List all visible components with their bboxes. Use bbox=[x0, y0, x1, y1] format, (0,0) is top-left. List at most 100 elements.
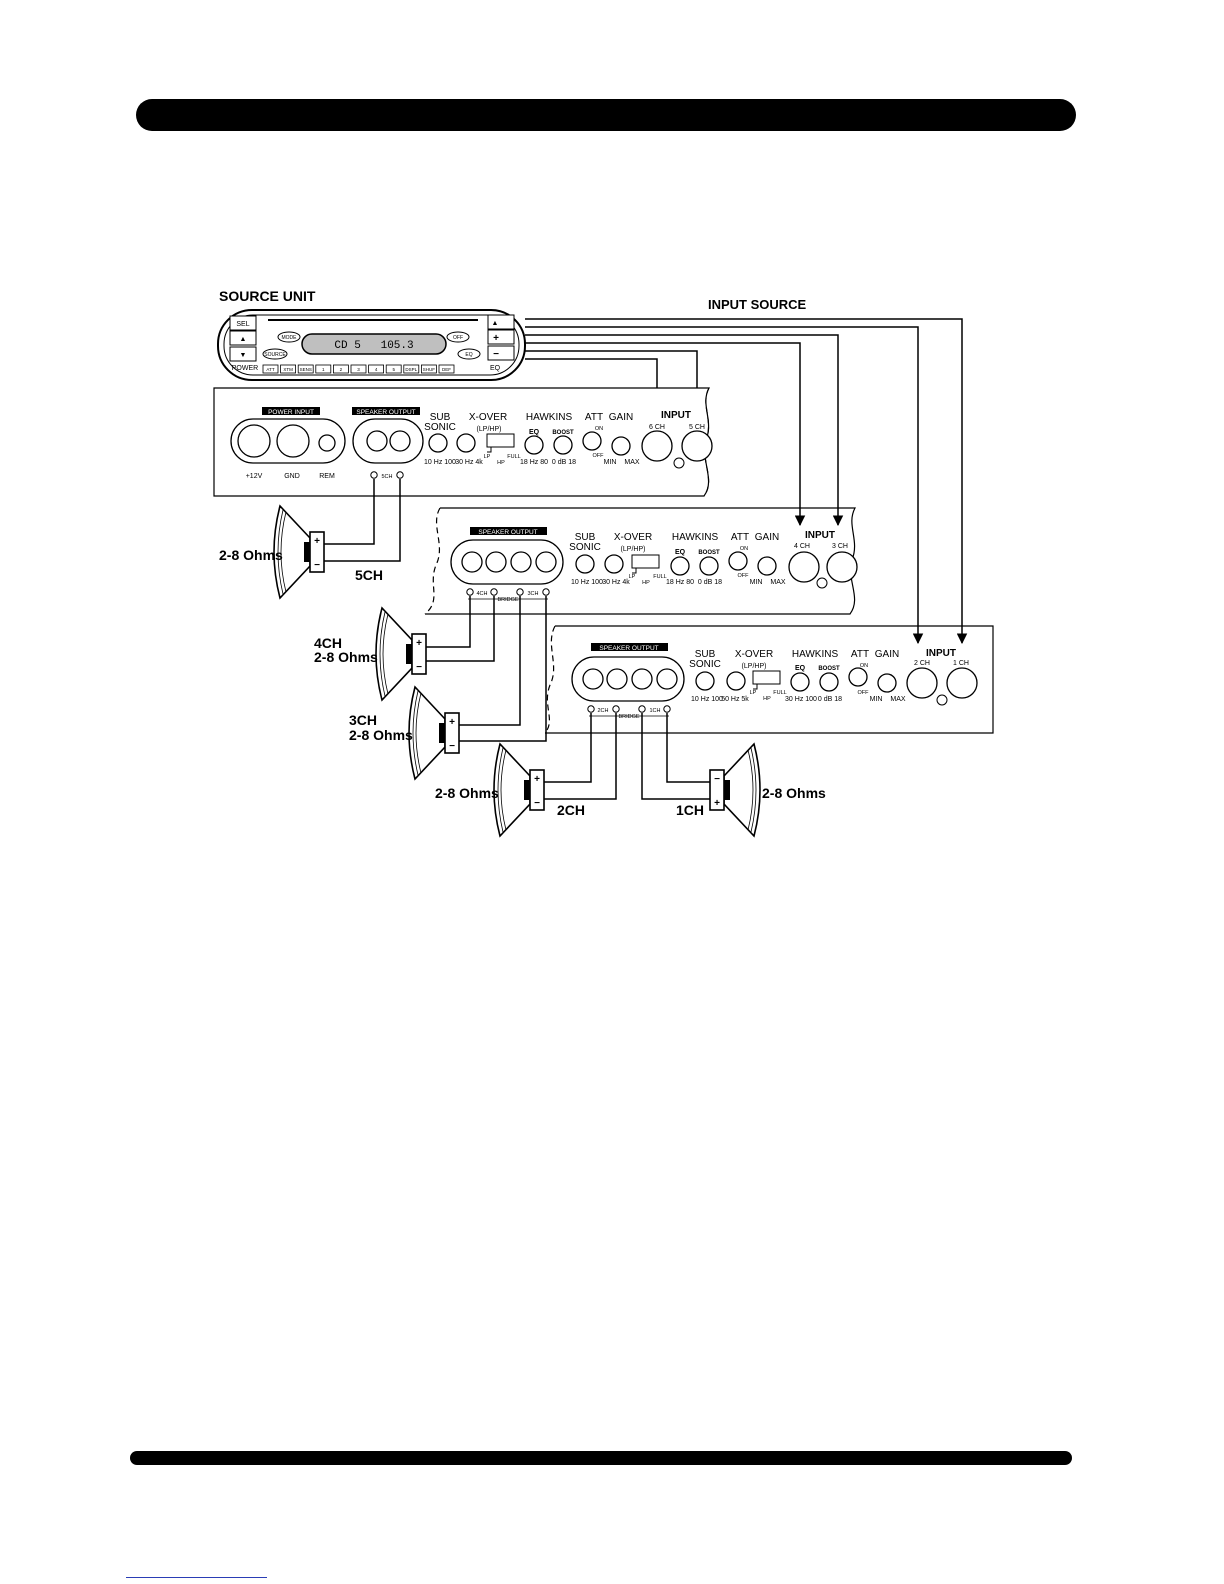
bottom-footer-bar bbox=[130, 1451, 1072, 1465]
speaker-1ch: +− bbox=[709, 742, 761, 838]
amp3-input-1ch[interactable] bbox=[946, 667, 978, 699]
diagram-label: OFF bbox=[453, 335, 463, 341]
mode-button[interactable] bbox=[277, 331, 301, 343]
diagram-label: 3 CH bbox=[832, 543, 848, 550]
diagram-label: ON bbox=[595, 426, 603, 432]
diagram-label: SUB bbox=[695, 649, 716, 660]
diagram-label: FULL bbox=[653, 574, 666, 580]
diagram-label: (LP/HP) bbox=[477, 426, 502, 433]
input-source-label: INPUT SOURCE bbox=[708, 297, 807, 312]
amp2-att-switch[interactable] bbox=[728, 551, 748, 571]
up-button[interactable] bbox=[229, 330, 257, 346]
amp3-gain-knob[interactable] bbox=[877, 673, 897, 693]
down-button[interactable] bbox=[229, 346, 257, 362]
volume-down-button[interactable] bbox=[487, 345, 515, 361]
amp2-eq-knob[interactable] bbox=[670, 556, 690, 576]
diagram-label: 1CH bbox=[649, 708, 660, 714]
footer-link-underline bbox=[126, 1577, 267, 1578]
diagram-label: 18 Hz 80 bbox=[520, 459, 548, 466]
amp2-terminal-3[interactable] bbox=[510, 551, 532, 573]
amp3-boost-knob[interactable] bbox=[819, 672, 839, 692]
amp3-lp-hp-switch[interactable] bbox=[752, 670, 781, 685]
preset-button[interactable] bbox=[262, 364, 279, 374]
amp3-terminal-1[interactable] bbox=[582, 668, 604, 690]
amp2-lp-hp-switch[interactable] bbox=[631, 554, 660, 569]
diagram-label: (LP/HP) bbox=[621, 546, 646, 553]
amp2-input-4ch[interactable] bbox=[788, 551, 820, 583]
amp3-eq-knob[interactable] bbox=[790, 672, 810, 692]
head-unit-display bbox=[301, 333, 447, 355]
off-button[interactable] bbox=[446, 331, 470, 343]
amp1-subsonic-knob[interactable] bbox=[428, 433, 448, 453]
eject-button[interactable] bbox=[487, 314, 515, 330]
diagram-label: MAX bbox=[770, 579, 786, 586]
diagram-label: 5CH bbox=[381, 474, 392, 480]
preset-button[interactable] bbox=[368, 364, 385, 374]
preset-button-label: 3 bbox=[357, 367, 360, 372]
diagram-label: SONIC bbox=[569, 542, 601, 553]
diagram-label: 10 Hz 100 bbox=[691, 696, 723, 703]
preset-button-label: DEF bbox=[442, 367, 451, 372]
diagram-label: − bbox=[493, 349, 499, 360]
amp1-speaker-terminal-neg[interactable] bbox=[389, 430, 411, 452]
power-rem-terminal[interactable] bbox=[318, 434, 336, 452]
power-gnd-terminal[interactable] bbox=[276, 424, 310, 458]
amp1-lp-hp-switch[interactable] bbox=[486, 433, 515, 448]
diagram-label: HAWKINS bbox=[672, 532, 719, 543]
amp2-xover-knob[interactable] bbox=[604, 554, 624, 574]
sel-button[interactable] bbox=[229, 315, 257, 331]
source-button[interactable] bbox=[262, 348, 288, 360]
amp1-input-6ch[interactable] bbox=[641, 430, 673, 462]
amp2-terminal-2[interactable] bbox=[485, 551, 507, 573]
amp2-input-3ch[interactable] bbox=[826, 551, 858, 583]
amp3-input-2ch[interactable] bbox=[906, 667, 938, 699]
diagram-label: INPUT bbox=[805, 530, 835, 541]
amp2-subsonic-knob[interactable] bbox=[575, 554, 595, 574]
amp3-terminal-2[interactable] bbox=[606, 668, 628, 690]
preset-button[interactable] bbox=[297, 364, 314, 374]
amp1-gain-knob[interactable] bbox=[611, 436, 631, 456]
speaker-5ch: +− bbox=[273, 504, 325, 600]
preset-button[interactable] bbox=[420, 364, 437, 374]
amplifier-3: SPEAKER OUTPUT 2CH 1CH BRIDGE SUB SONIC … bbox=[544, 625, 994, 734]
amp1-input-5ch[interactable] bbox=[681, 430, 713, 462]
speaker-4ch-ohms: 2-8 Ohms bbox=[314, 649, 378, 665]
preset-button[interactable] bbox=[350, 364, 367, 374]
volume-up-button[interactable] bbox=[487, 329, 515, 345]
amp1-speaker-terminal-pos[interactable] bbox=[366, 430, 388, 452]
amp1-boost-knob[interactable] bbox=[553, 435, 573, 455]
preset-button[interactable] bbox=[332, 364, 349, 374]
amp1-xover-knob[interactable] bbox=[456, 433, 476, 453]
preset-button[interactable] bbox=[280, 364, 297, 374]
amp2-speaker-output-block bbox=[450, 539, 564, 585]
amp3-xover-knob[interactable] bbox=[726, 671, 746, 691]
diagram-label: ATT bbox=[585, 412, 603, 423]
amp2-terminal-4[interactable] bbox=[535, 551, 557, 573]
amp2-gain-knob[interactable] bbox=[757, 556, 777, 576]
diagram-label: SPEAKER OUTPUT bbox=[356, 409, 415, 416]
diagram-label: EQ bbox=[675, 549, 686, 556]
preset-button[interactable] bbox=[315, 364, 332, 374]
power-input-label-box bbox=[262, 407, 320, 415]
amp3-terminal-3[interactable] bbox=[631, 668, 653, 690]
amp1-att-switch[interactable] bbox=[582, 431, 602, 451]
preset-button[interactable] bbox=[438, 364, 455, 374]
preset-button[interactable] bbox=[403, 364, 420, 374]
preset-button-label: SENS bbox=[300, 367, 312, 372]
diagram-label: SUB bbox=[575, 532, 596, 543]
amp1-eq-knob[interactable] bbox=[524, 435, 544, 455]
amp3-terminal-4[interactable] bbox=[656, 668, 678, 690]
amp3-att-switch[interactable] bbox=[848, 667, 868, 687]
diagram-label: EQ bbox=[795, 665, 806, 672]
power-12v-terminal[interactable] bbox=[237, 424, 271, 458]
preset-button[interactable] bbox=[385, 364, 402, 374]
amp2-boost-knob[interactable] bbox=[699, 556, 719, 576]
amp2-terminal-1[interactable] bbox=[461, 551, 483, 573]
amp3-subsonic-knob[interactable] bbox=[695, 671, 715, 691]
preset-button-label: XTM bbox=[283, 367, 293, 372]
display-readout: CD 5 105.3 bbox=[334, 340, 413, 352]
speaker-3ch-ohms: 2-8 Ohms bbox=[349, 727, 413, 743]
diagram-label: GAIN bbox=[755, 532, 779, 543]
amplifier-2: SPEAKER OUTPUT 4CH 3CH BRIDGE SUB SONIC … bbox=[424, 507, 858, 615]
eq-oval-button[interactable] bbox=[457, 348, 481, 360]
